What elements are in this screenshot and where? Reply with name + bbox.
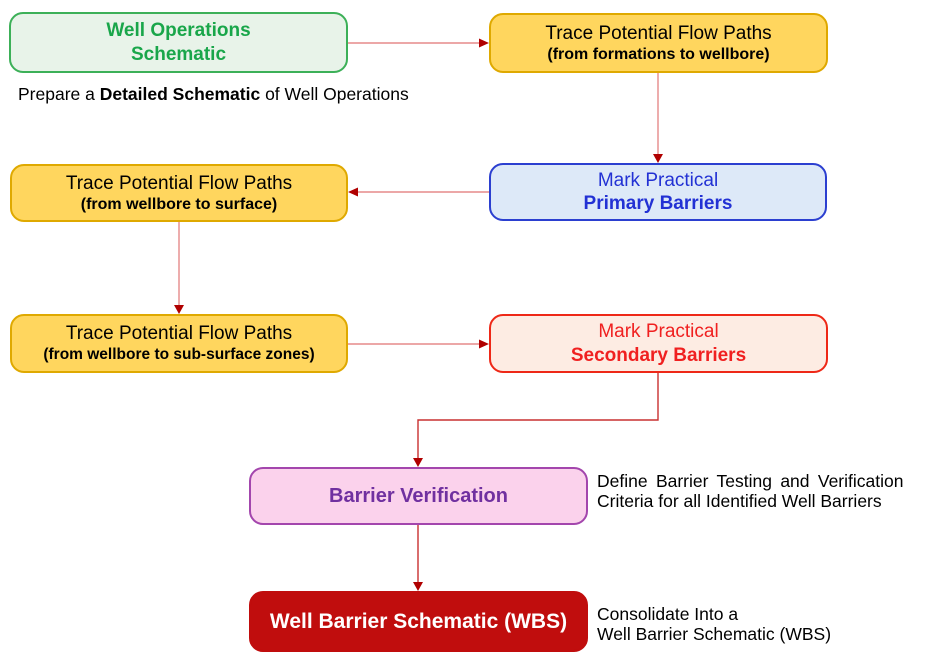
node-label: Well Operations bbox=[106, 20, 251, 42]
annotation-text: Prepare a bbox=[18, 84, 100, 104]
annotation-define-criteria: Define Barrier Testing and Verification … bbox=[597, 471, 936, 511]
node-label: Trace Potential Flow Paths bbox=[65, 323, 293, 345]
node-sublabel: (from wellbore to sub-surface zones) bbox=[43, 345, 315, 363]
node-trace-wellbore-to-subsurface: Trace Potential Flow Paths (from wellbor… bbox=[10, 314, 348, 373]
annotation-prepare-schematic: Prepare a Detailed Schematic of Well Ope… bbox=[18, 84, 409, 105]
arrowhead-down-icon bbox=[174, 305, 184, 314]
node-barrier-verification: Barrier Verification bbox=[249, 467, 588, 525]
arrowhead-down-icon bbox=[653, 154, 663, 163]
arrowhead-right-icon bbox=[479, 38, 489, 48]
node-label: Mark Practical bbox=[597, 169, 719, 191]
annotation-text: Well Barrier Schematic (WBS) bbox=[597, 624, 832, 645]
annotation-text: Consolidate Into a bbox=[597, 604, 739, 624]
arrowhead-down-icon bbox=[413, 582, 423, 591]
node-sublabel: Primary Barriers bbox=[583, 193, 733, 214]
node-sublabel: (from wellbore to surface) bbox=[80, 195, 278, 213]
annotation-text-bold: Detailed Schematic bbox=[99, 84, 261, 104]
arrowhead-down-icon bbox=[413, 458, 423, 467]
node-sublabel: (from formations to wellbore) bbox=[547, 45, 770, 63]
node-primary-barriers: Mark Practical Primary Barriers bbox=[489, 163, 827, 221]
node-trace-wellbore-to-surface: Trace Potential Flow Paths (from wellbor… bbox=[10, 164, 348, 222]
annotation-consolidate: Consolidate Into a Well Barrier Schemati… bbox=[597, 604, 831, 645]
arrowhead-right-icon bbox=[479, 339, 489, 349]
arrowhead-left-icon bbox=[348, 187, 358, 197]
annotation-text: of Well Operations bbox=[260, 84, 409, 104]
annotation-text: Criteria for all Identified Well Barrier… bbox=[597, 491, 882, 512]
node-well-operations-schematic: Well Operations Schematic bbox=[9, 12, 348, 73]
node-trace-formations-to-wellbore: Trace Potential Flow Paths (from formati… bbox=[489, 13, 828, 73]
connector-elbow bbox=[417, 373, 659, 459]
node-sublabel: Secondary Barriers bbox=[570, 344, 747, 366]
node-label: Schematic bbox=[130, 43, 227, 65]
node-label: Barrier Verification bbox=[329, 484, 508, 507]
annotation-text: Define Barrier Testing and Verification bbox=[597, 471, 904, 491]
node-label: Trace Potential Flow Paths bbox=[65, 172, 293, 194]
node-label: Mark Practical bbox=[598, 321, 719, 343]
node-secondary-barriers: Mark Practical Secondary Barriers bbox=[489, 314, 828, 373]
node-label: Trace Potential Flow Paths bbox=[545, 22, 772, 44]
node-label: Well Barrier Schematic (WBS) bbox=[269, 609, 568, 633]
node-well-barrier-schematic: Well Barrier Schematic (WBS) bbox=[249, 591, 588, 652]
